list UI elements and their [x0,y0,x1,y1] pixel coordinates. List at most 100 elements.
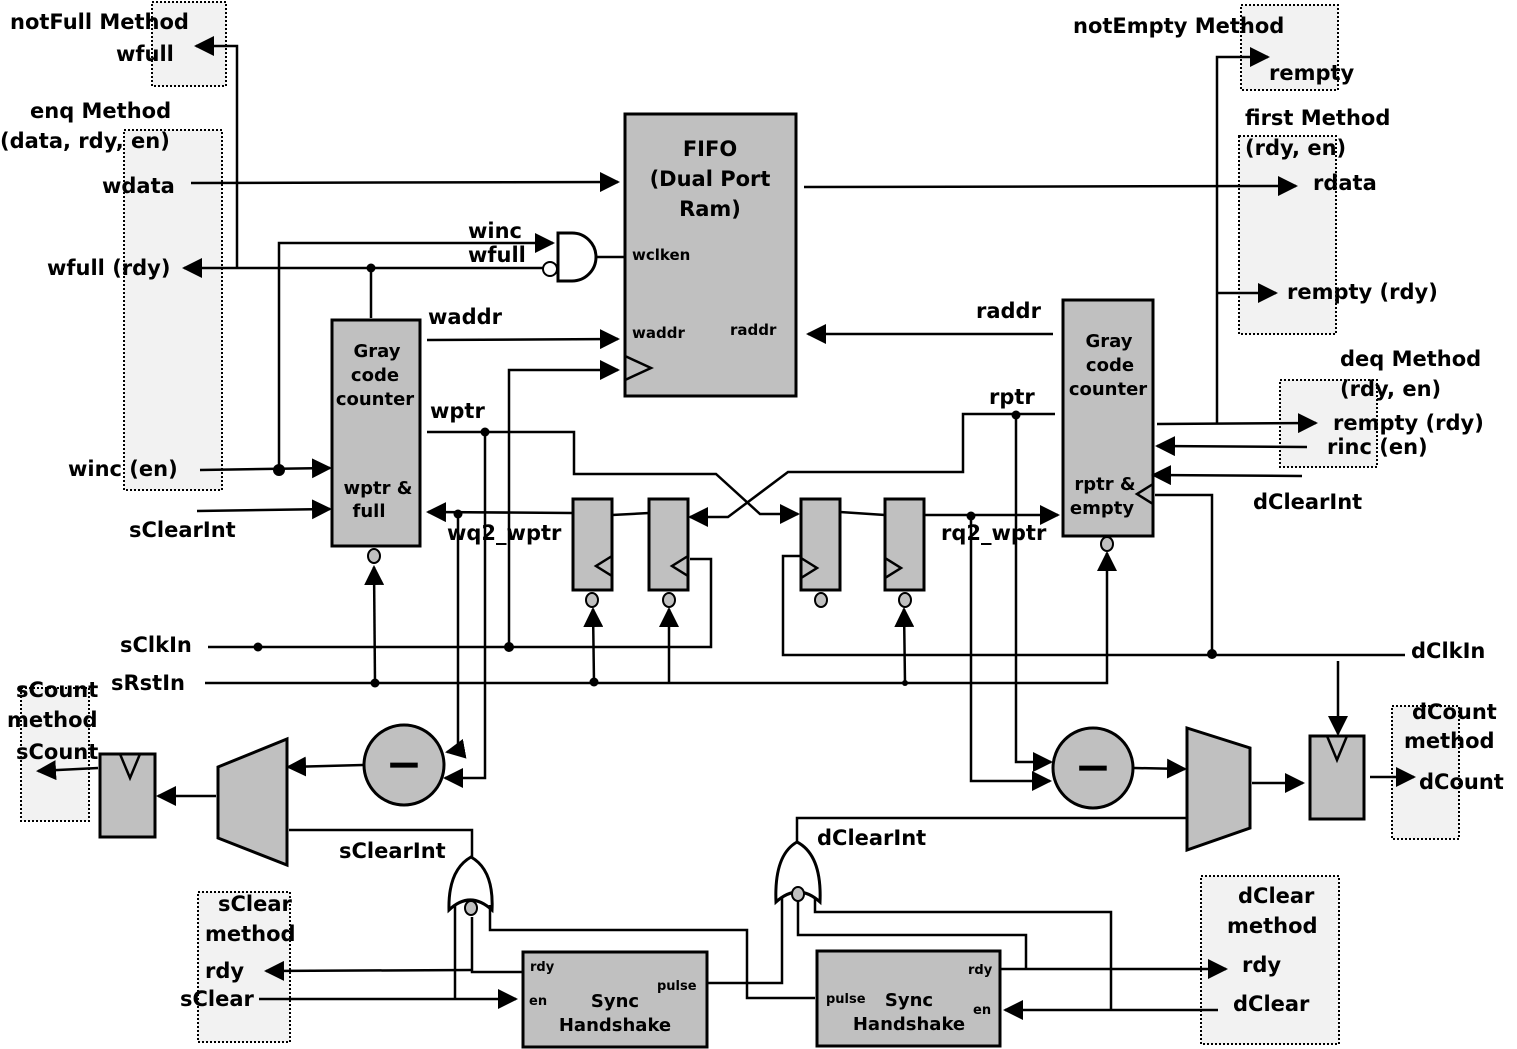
wgray-out-1: wptr & [344,478,413,499]
enq-winc-en: winc (en) [68,457,178,481]
and-gate [556,231,598,283]
sync1-rdy-port: rdy [530,960,555,975]
sclear-title-1: sClear [218,892,293,916]
fifo-clock-wire [507,360,620,647]
rq-ff2-reset-bubble [898,592,912,608]
wq-ff1-reset-bubble [585,592,599,608]
rptr-to-sub-wire [1014,415,1053,772]
wfull-to-notfull-wire [194,36,239,267]
scount-out-wire [36,760,99,781]
junction-dot [966,511,976,521]
sclearint-bottom-label: sClearInt [339,839,446,863]
sync-handshake-left [521,950,709,1049]
rdy1-wire [470,917,523,974]
enq-title-2: (data, rdy, en) [0,129,170,153]
read-gray-counter [1061,298,1155,538]
rq-ff-link [839,510,886,517]
or-left-bubble [464,900,478,916]
fifo-clock-icon [623,354,654,382]
dclearint-right-label: dClearInt [1253,490,1362,514]
wgray-out-2: full [353,501,386,522]
rq-sync-ff-2 [883,497,926,592]
wgray-reset-bubble [367,548,381,564]
wgray-label-1: Gray [354,341,401,362]
sync1-pulse-port: pulse [657,979,697,994]
block-labels: FIFO (Dual Port Ram) wclken waddr raddr … [336,137,1147,1036]
sclear-rdy-wire [264,960,473,981]
junction-dot [504,642,514,652]
subtract-left-sign: − [386,739,423,790]
srst-ff4-wire [894,607,915,684]
winc-wire-up [277,233,555,470]
winc-label: winc [468,219,522,243]
winc-en-wire [199,458,332,479]
sclkin-label: sClkIn [120,633,192,657]
junction-dot [1011,410,1021,420]
junction-dot [902,680,908,686]
sync2-en-port: en [973,1003,991,1018]
junction-dot [253,642,263,652]
rptr-wire [688,412,1055,527]
or-right-in-rdy [796,900,1028,969]
write-gray-counter [330,318,422,548]
rgray-clock-icon [1134,481,1155,507]
rempty-rdy-wire [1156,413,1318,434]
dclearint-bottom-label: dClearInt [817,826,926,850]
junctions [253,263,1217,688]
fifo-waddr-port: waddr [632,324,685,342]
dclear-in: dClear [1233,992,1310,1016]
deq-rinc-en: rinc (en) [1327,435,1428,459]
notfull-title: notFull Method [10,10,189,34]
sync2-rdy-port: rdy [968,963,993,978]
sclearint-to-mux [289,828,474,857]
wfull-label: wfull [468,243,526,267]
first-rdata: rdata [1313,171,1377,195]
first-interface [1238,135,1337,335]
dcount-clock-icon [1325,734,1349,764]
rptr-label: rptr [989,385,1035,409]
sclkin-wire [208,557,713,649]
srstin-label: sRstIn [111,671,185,695]
wptr-wire [427,430,800,524]
scount-register [98,752,157,839]
wq2-to-sub-wire [445,513,467,759]
sync2-pulse-port: pulse [826,992,866,1007]
deq-title-1: deq Method [1340,347,1481,371]
fifo-block [623,112,798,398]
dclkin-label: dClkIn [1411,639,1485,663]
notempty-rempty: rempty [1269,61,1355,85]
scount-mux [216,736,289,868]
dclearint-right-wire [1151,465,1303,486]
wptr-label: wptr [430,399,485,423]
dclear-rdy: rdy [1242,953,1281,977]
dclear-title-2: method [1227,914,1318,938]
scount-title-2: method [7,708,98,732]
wq-sync-ff-1 [571,497,614,592]
rdata-wire [803,176,1298,197]
raddr-label: raddr [976,299,1042,323]
rq-ff2-clock-icon [883,555,904,581]
pulse1-to-or-right [707,898,784,985]
wgray-label-2: code [351,365,399,386]
fifo-wclken-port: wclken [632,246,690,264]
and-gate-inverter-bubble [542,261,558,277]
rgray-reset-bubble [1100,536,1114,552]
wq-ff2-reset-bubble [662,592,676,608]
enq-wfull-rdy: wfull (rdy) [47,256,170,280]
fifo-label-2: (Dual Port [650,167,771,191]
sclear-in: sClear [180,987,255,1011]
rq2-wptr-label: rq2_wptr [941,521,1047,545]
sync2-label-2: Handshake [853,1014,965,1035]
junction-dot [366,263,376,273]
rq-ff1-clock-icon [799,555,820,581]
first-title-1: first Method [1245,106,1390,130]
sync1-label-2: Handshake [559,1015,671,1036]
scount-title-1: sCount [16,678,98,702]
junction-dot [480,427,490,437]
wq-ff-link [611,511,650,517]
junction-dot [453,509,463,519]
sub-to-mux-right [1133,758,1187,779]
sync2-label-1: Sync [885,990,933,1011]
dcount-title-1: dCount [1412,700,1497,724]
first-title-2: (rdy, en) [1245,136,1346,160]
